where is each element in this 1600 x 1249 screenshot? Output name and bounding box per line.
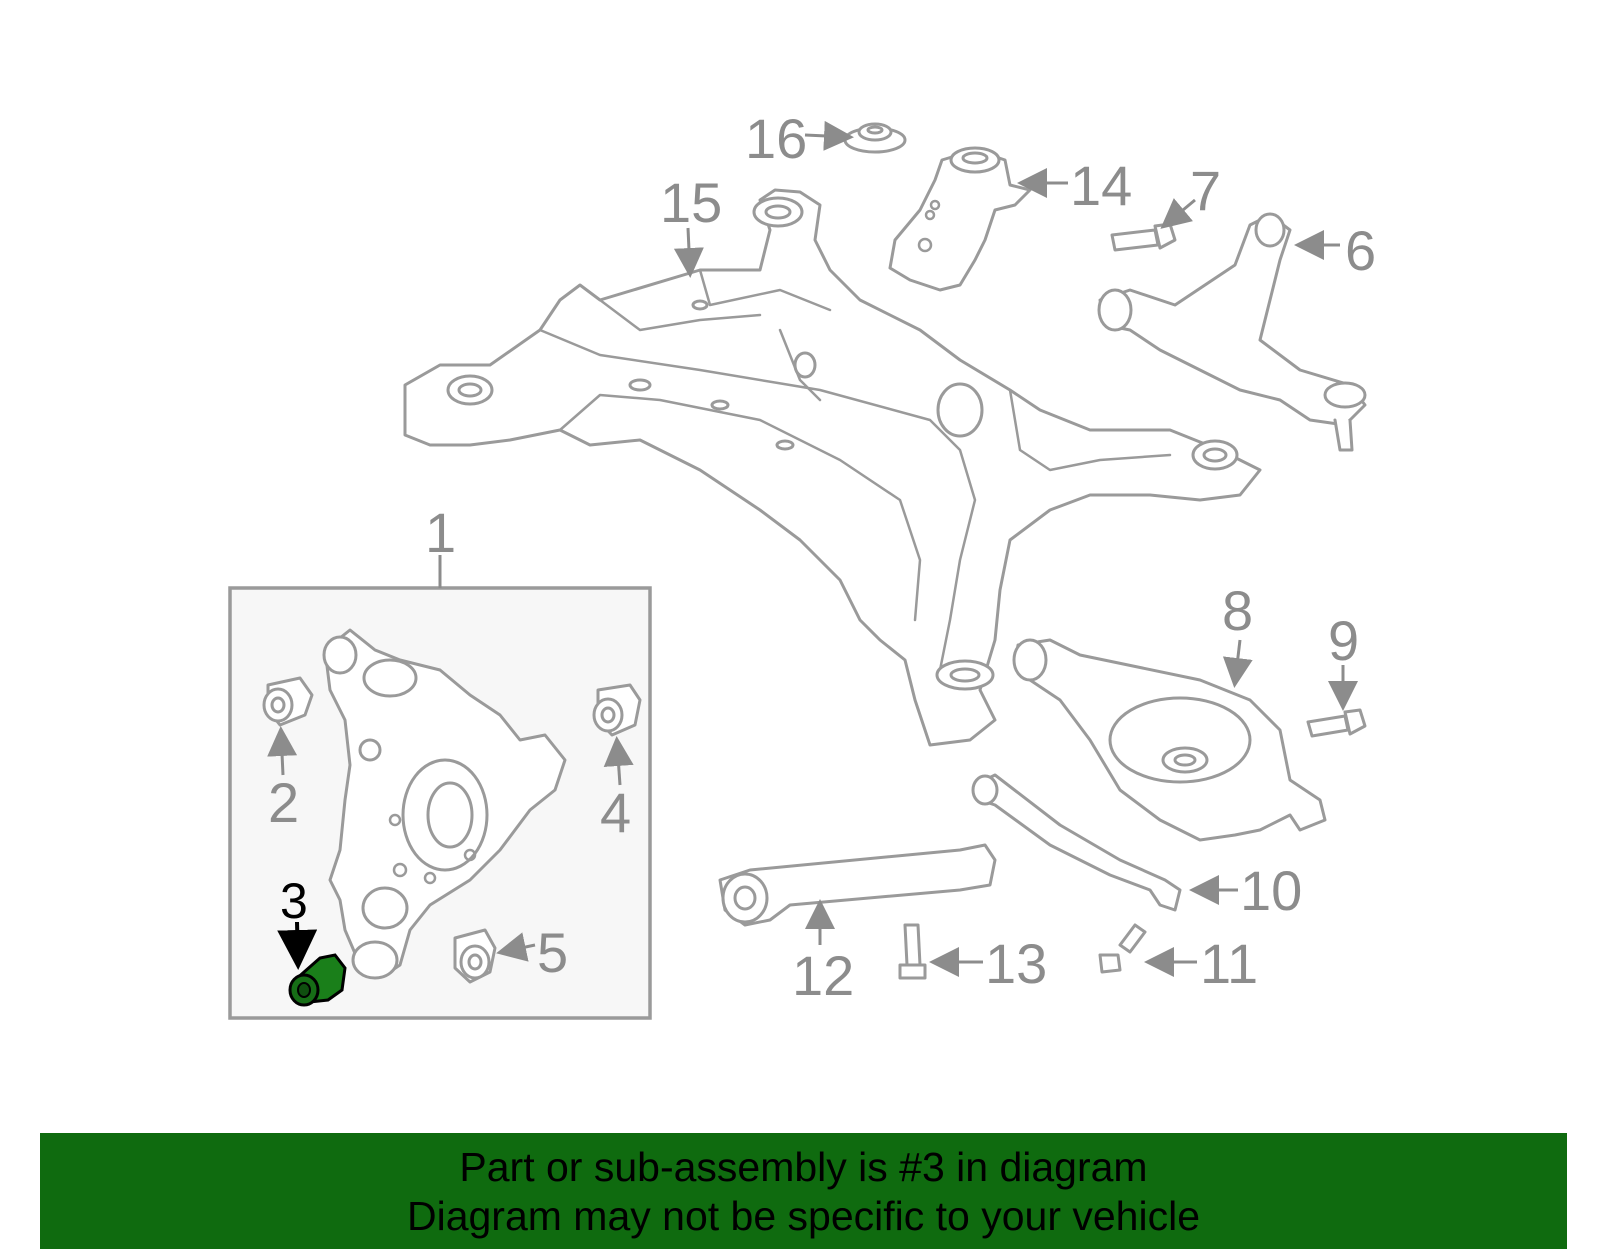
leader-16 <box>804 120 854 151</box>
callout-6: 6 <box>1345 219 1376 282</box>
callout-7: 7 <box>1190 159 1221 222</box>
bolt-link-13 <box>898 923 927 980</box>
leader-3 <box>277 921 318 970</box>
parts-diagram: 1 2 3 4 5 6 7 8 9 10 11 12 13 14 15 16 <box>228 107 1376 1020</box>
callout-2: 2 <box>268 771 299 834</box>
callout-5: 5 <box>537 921 568 984</box>
bolt-lower-arm <box>1306 708 1367 738</box>
callout-14: 14 <box>1070 154 1132 217</box>
callout-4: 4 <box>600 781 631 844</box>
bolt-link-11 <box>1098 923 1147 974</box>
mount-bracket <box>888 146 1032 292</box>
callout-13: 13 <box>985 932 1047 995</box>
info-banner: Part or sub-assembly is #3 in diagram Di… <box>40 1133 1567 1249</box>
lower-link <box>718 843 997 927</box>
callout-11: 11 <box>1200 932 1258 995</box>
callout-16: 16 <box>745 107 807 170</box>
leader-4 <box>603 736 634 786</box>
callout-9: 9 <box>1328 609 1359 672</box>
callout-12: 12 <box>792 944 854 1007</box>
leader-7 <box>1160 198 1196 229</box>
leader-15 <box>673 227 704 278</box>
callout-3[interactable]: 3 <box>280 873 308 929</box>
bushing-4 <box>592 683 642 737</box>
banner-line-1: Part or sub-assembly is #3 in diagram <box>459 1144 1148 1190</box>
callout-15: 15 <box>660 171 722 234</box>
leader-5 <box>496 932 536 962</box>
bushing-2 <box>262 676 314 727</box>
upper-control-arm <box>1097 212 1367 452</box>
lower-control-arm <box>1012 638 1327 842</box>
callout-8: 8 <box>1222 579 1253 642</box>
callout-10: 10 <box>1240 859 1302 922</box>
subframe-crossmember <box>403 188 1262 747</box>
bolt-upper <box>1110 222 1177 252</box>
leader-2 <box>267 726 298 776</box>
leader-8 <box>1222 639 1253 688</box>
bushing-5 <box>453 928 497 984</box>
lateral-link <box>971 773 1182 912</box>
bushing-3-highlighted[interactable] <box>288 953 347 1007</box>
steering-knuckle <box>322 628 567 980</box>
mount-cushion <box>843 122 907 154</box>
banner-line-2: Diagram may not be specific to your vehi… <box>406 1193 1200 1239</box>
callout-1: 1 <box>425 501 456 564</box>
